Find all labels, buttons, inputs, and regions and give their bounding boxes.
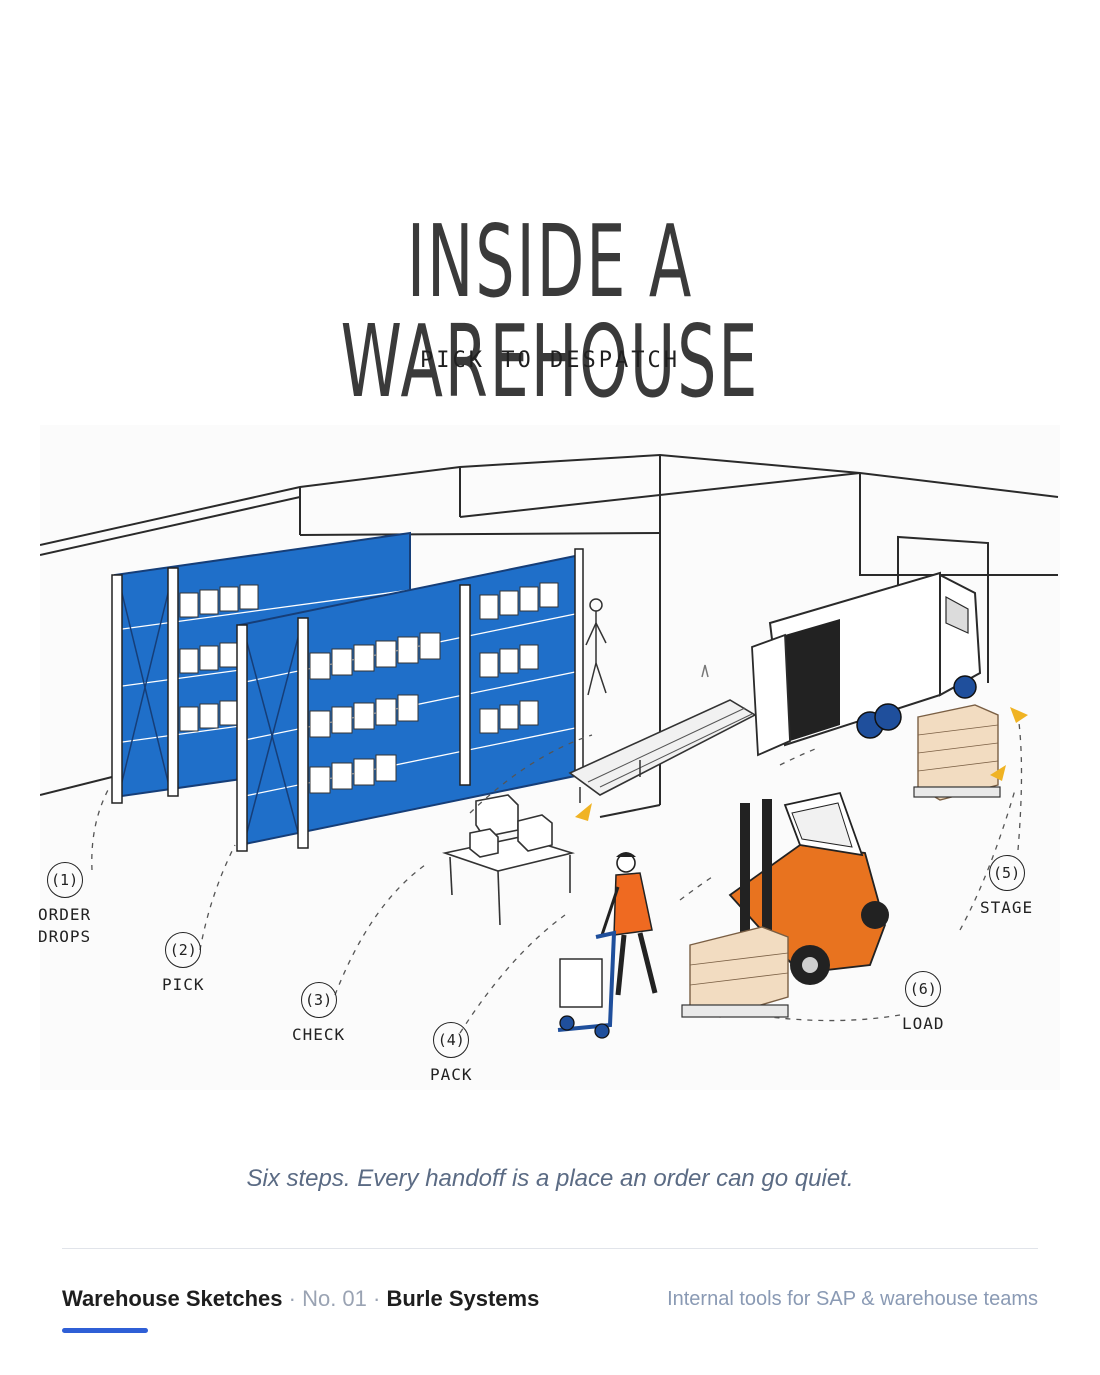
footer-accent-bar (62, 1328, 148, 1333)
worker-background-icon (585, 598, 607, 696)
step-label: PICK (162, 975, 205, 994)
issue-number: No. 01 (302, 1286, 367, 1311)
accent-arrows (575, 707, 1028, 821)
footer-divider (62, 1248, 1038, 1249)
truck-icon (751, 571, 982, 757)
step-pack: (4) PACK (430, 1022, 473, 1086)
step-label: CHECK (292, 1025, 346, 1044)
footer-tagline: Internal tools for SAP & warehouse teams (667, 1288, 1038, 1310)
step-order-drops: (1) ORDER DROPS (38, 862, 91, 949)
step-stage: (5) STAGE (980, 855, 1033, 919)
racking-right (236, 548, 584, 852)
warehouse-illustration: (1) ORDER DROPS (2) PICK (3) CHECK (4) P… (38, 425, 1060, 1090)
step-number: (4) (433, 1022, 470, 1058)
caption: Six steps. Every handoff is a place an o… (246, 1165, 854, 1192)
worker-trolley-icon (557, 852, 658, 1039)
packing-table-icon (441, 794, 576, 926)
step-load: (6) LOAD (902, 971, 945, 1035)
step-number: (3) (300, 982, 337, 1018)
company-name: Burle Systems (386, 1286, 540, 1311)
separator: · (288, 1286, 296, 1311)
step-label: PACK (430, 1065, 473, 1084)
series-name: Warehouse Sketches (62, 1286, 283, 1311)
pallet-stage-icon (913, 704, 1001, 801)
page-subtitle: PICK TO DESPATCH (420, 348, 680, 373)
step-label: STAGE (980, 898, 1034, 917)
separator: · (373, 1286, 381, 1311)
step-number: (6) (905, 971, 942, 1007)
step-label: LOAD (902, 1014, 945, 1033)
page-title: INSIDE A WAREHOUSE (340, 203, 760, 420)
footer-credits: Warehouse Sketches · No. 01 · Burle Syst… (62, 1286, 539, 1312)
step-label: DROPS (38, 927, 92, 947)
step-label: ORDER (38, 905, 92, 924)
step-number: (2) (165, 932, 202, 968)
step-pick: (2) PICK (162, 932, 205, 996)
forklift-icon (681, 791, 889, 1018)
step-check: (3) CHECK (292, 982, 345, 1046)
step-number: (1) (46, 862, 83, 898)
step-number: (5) (988, 855, 1025, 891)
